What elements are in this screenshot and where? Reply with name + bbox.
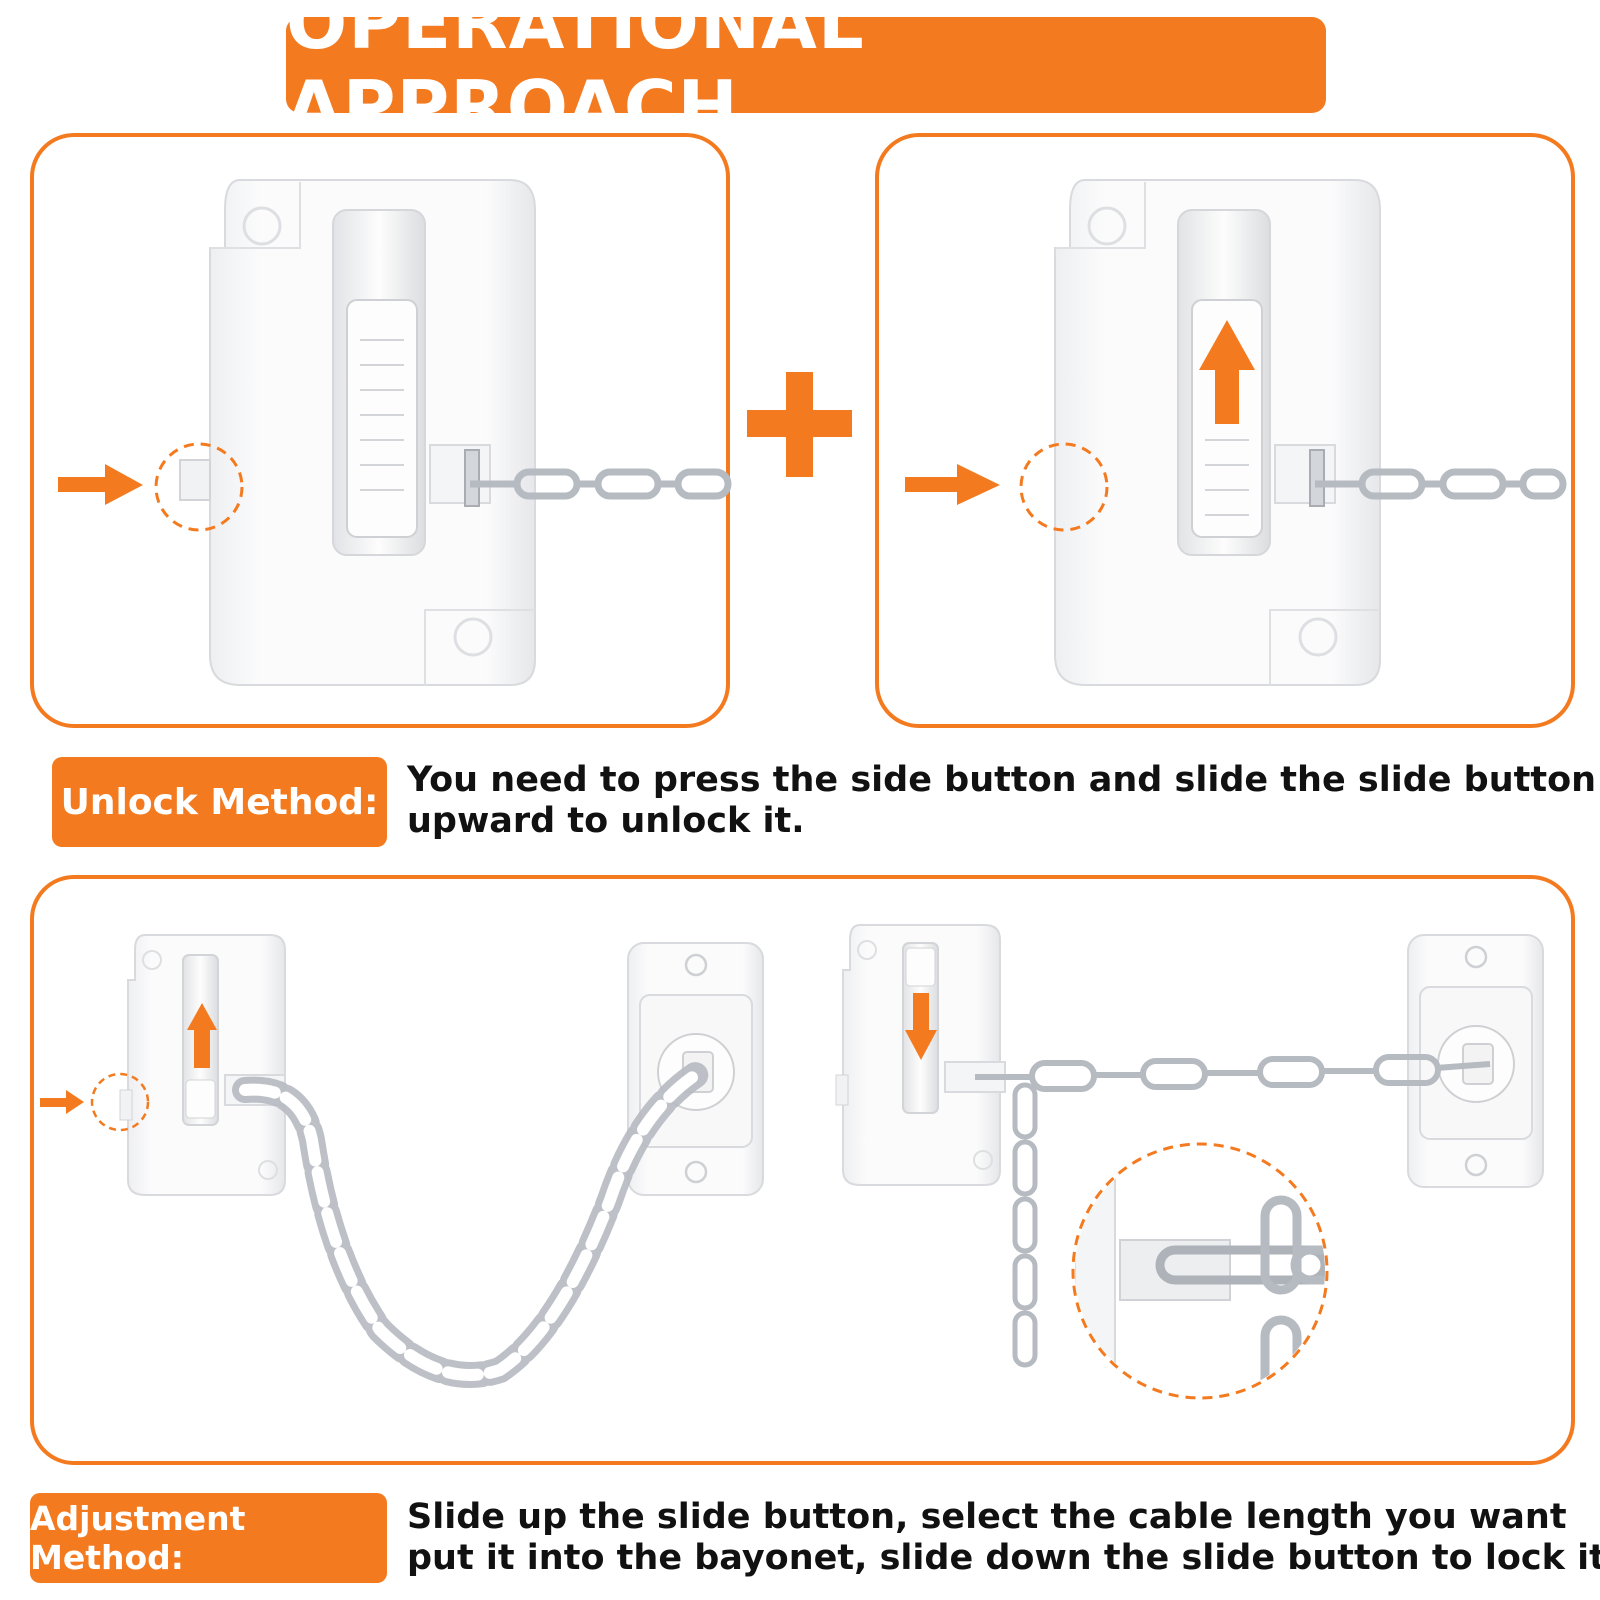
adjustment-description-line-1: Slide up the slide button, select the ca…	[407, 1497, 1567, 1537]
side-button-highlight	[1019, 442, 1109, 532]
wall-bracket-right	[1407, 934, 1544, 1188]
unlock-method-label: Unlock Method:	[52, 757, 387, 847]
chain-segment	[1315, 468, 1567, 500]
arrow-right-icon	[40, 1090, 84, 1114]
lock-body-closed	[179, 179, 536, 686]
chain-taut	[975, 1054, 1491, 1092]
arrow-right-icon	[905, 464, 1000, 505]
title-banner: OPERATIONAL APPROACH	[286, 0, 1326, 149]
zoom-detail	[1071, 1142, 1329, 1400]
adjustment-description-line-2: put it into the bayonet, slide down the …	[407, 1538, 1600, 1578]
adjustment-method-description: Slide up the slide button, select the ca…	[407, 1497, 1600, 1579]
side-button-highlight	[90, 1072, 150, 1132]
adjustment-method-label: Adjustment Method:	[30, 1493, 387, 1583]
arrow-up-icon	[1199, 320, 1255, 424]
arrow-up-icon	[187, 1003, 217, 1068]
adjustment-method-label-text: Adjustment Method:	[30, 1499, 246, 1577]
panel-adjustment	[30, 875, 1575, 1465]
unlock-description-line-2: upward to unlock it.	[407, 801, 805, 841]
unlock-description-line-1: You need to press the side button and sl…	[407, 760, 1597, 800]
unlock-method-description: You need to press the side button and sl…	[407, 760, 1596, 842]
unlock-method-label-text: Unlock Method:	[60, 781, 379, 823]
chain-segment	[470, 468, 732, 500]
lock-body-unlocking	[1054, 179, 1381, 686]
chain-hanging-end	[1012, 1082, 1038, 1368]
side-button-highlight	[154, 442, 244, 532]
arrow-down-icon	[905, 993, 937, 1060]
plus-icon	[747, 372, 852, 477]
arrow-right-icon	[58, 464, 143, 505]
